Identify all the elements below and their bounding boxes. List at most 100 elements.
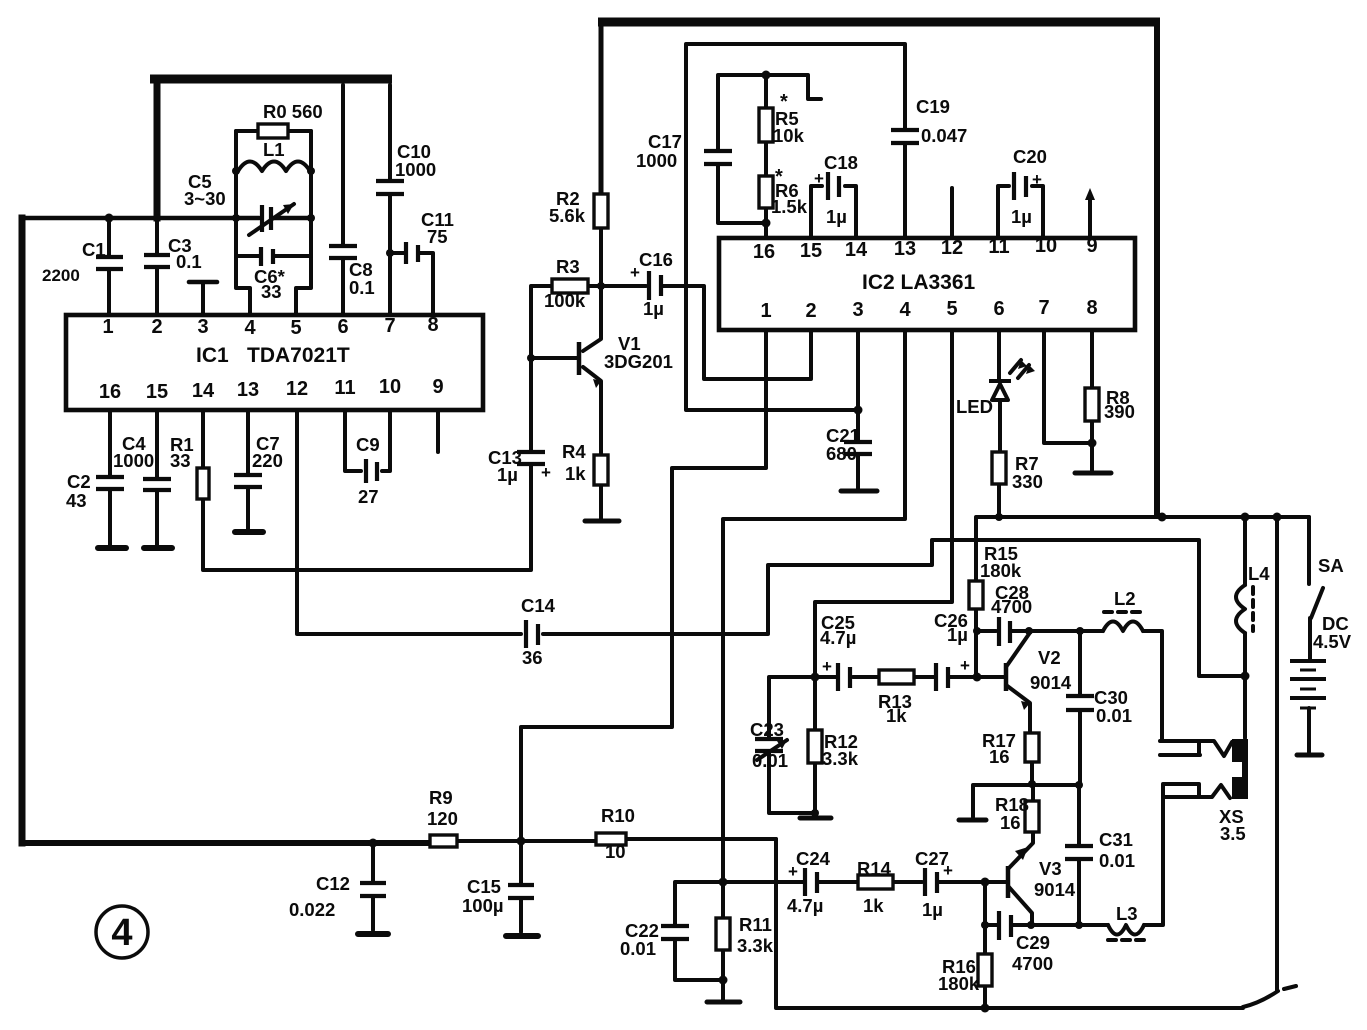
- svg-text:10k: 10k: [773, 125, 805, 146]
- svg-text:1000: 1000: [395, 159, 436, 180]
- svg-text:C19: C19: [916, 96, 950, 117]
- svg-text:10: 10: [379, 376, 401, 398]
- svg-text:C2: C2: [67, 471, 91, 492]
- svg-text:C3: C3: [168, 235, 192, 256]
- svg-text:0.047: 0.047: [921, 125, 967, 146]
- svg-text:R15: R15: [984, 543, 1018, 564]
- svg-text:+: +: [541, 463, 551, 482]
- svg-text:C4: C4: [122, 433, 146, 454]
- svg-text:V2: V2: [1038, 647, 1061, 668]
- svg-text:1µ: 1µ: [922, 899, 943, 920]
- svg-text:+: +: [1032, 170, 1042, 189]
- svg-text:C28: C28: [995, 582, 1029, 603]
- svg-text:XS: XS: [1219, 806, 1244, 827]
- svg-text:C25: C25: [821, 612, 855, 633]
- svg-text:1000: 1000: [113, 450, 154, 471]
- svg-text:33: 33: [261, 281, 282, 302]
- svg-text:330: 330: [1012, 471, 1043, 492]
- svg-text:R4: R4: [562, 441, 586, 462]
- svg-text:6: 6: [337, 316, 348, 338]
- svg-text:27: 27: [358, 486, 379, 507]
- svg-text:0.01: 0.01: [1099, 850, 1135, 871]
- svg-text:8: 8: [427, 314, 438, 336]
- svg-text:5: 5: [946, 298, 957, 320]
- svg-text:1k: 1k: [863, 895, 884, 916]
- svg-text:C5: C5: [188, 171, 212, 192]
- svg-text:2: 2: [805, 300, 816, 322]
- svg-text:+: +: [822, 657, 832, 676]
- svg-text:390: 390: [1104, 401, 1135, 422]
- svg-text:4.7µ: 4.7µ: [787, 895, 823, 916]
- svg-text:*: *: [775, 166, 783, 188]
- svg-text:R0 560: R0 560: [263, 101, 323, 122]
- svg-text:1µ: 1µ: [497, 464, 518, 485]
- svg-text:1: 1: [760, 300, 771, 322]
- svg-text:C13: C13: [488, 447, 522, 468]
- svg-text:C21: C21: [826, 425, 860, 446]
- svg-text:L2: L2: [1114, 588, 1136, 609]
- svg-text:C6*: C6*: [254, 266, 286, 287]
- svg-text:16: 16: [99, 381, 121, 403]
- svg-text:36: 36: [522, 647, 543, 668]
- svg-text:C7: C7: [256, 433, 280, 454]
- svg-text:3.3k: 3.3k: [737, 935, 774, 956]
- svg-text:R8: R8: [1106, 387, 1130, 408]
- svg-text:680: 680: [826, 443, 857, 464]
- svg-text:9014: 9014: [1034, 879, 1076, 900]
- svg-text:TDA7021T: TDA7021T: [247, 344, 350, 367]
- svg-text:12: 12: [286, 378, 308, 400]
- svg-text:+: +: [943, 861, 953, 880]
- svg-text:C20: C20: [1013, 146, 1047, 167]
- svg-text:R18: R18: [995, 794, 1029, 815]
- svg-text:0.01: 0.01: [620, 938, 656, 959]
- svg-text:V3: V3: [1039, 858, 1062, 879]
- svg-text:R16: R16: [942, 956, 976, 977]
- svg-text:3.5: 3.5: [1220, 823, 1246, 844]
- svg-text:12: 12: [941, 237, 963, 259]
- svg-text:1µ: 1µ: [826, 206, 847, 227]
- svg-text:0.022: 0.022: [289, 899, 335, 920]
- svg-text:5: 5: [290, 317, 301, 339]
- svg-text:16: 16: [1000, 812, 1021, 833]
- svg-text:15: 15: [800, 240, 822, 262]
- svg-text:7: 7: [384, 315, 395, 337]
- svg-text:R3: R3: [556, 256, 580, 277]
- svg-text:4.5V: 4.5V: [1313, 631, 1352, 652]
- svg-text:L1: L1: [263, 139, 285, 160]
- svg-text:C26: C26: [934, 610, 968, 631]
- svg-text:C1: C1: [82, 239, 106, 260]
- svg-text:3: 3: [852, 299, 863, 321]
- svg-text:+: +: [630, 263, 640, 282]
- svg-text:8: 8: [1086, 297, 1097, 319]
- svg-text:6: 6: [993, 298, 1004, 320]
- svg-text:IC2 LA3361: IC2 LA3361: [862, 271, 976, 294]
- svg-text:9: 9: [1086, 235, 1097, 257]
- svg-text:7: 7: [1038, 297, 1049, 319]
- svg-text:L3: L3: [1116, 903, 1138, 924]
- svg-text:33: 33: [170, 450, 191, 471]
- svg-text:R9: R9: [429, 787, 453, 808]
- svg-text:16: 16: [989, 746, 1010, 767]
- svg-text:C18: C18: [824, 152, 858, 173]
- svg-text:C31: C31: [1099, 829, 1133, 850]
- svg-text:R11: R11: [739, 914, 772, 935]
- svg-text:3: 3: [197, 316, 208, 338]
- svg-text:R13: R13: [878, 691, 912, 712]
- svg-text:4: 4: [899, 299, 911, 321]
- svg-text:R6: R6: [775, 180, 799, 201]
- svg-text:1µ: 1µ: [947, 624, 968, 645]
- svg-text:10: 10: [1035, 235, 1057, 257]
- svg-text:100k: 100k: [544, 290, 586, 311]
- svg-text:100µ: 100µ: [462, 895, 504, 916]
- svg-text:LED: LED: [956, 396, 993, 417]
- svg-text:2200: 2200: [42, 266, 80, 285]
- svg-text:IC1: IC1: [196, 344, 229, 367]
- svg-text:0.01: 0.01: [1096, 705, 1132, 726]
- svg-text:1000: 1000: [636, 150, 677, 171]
- svg-text:R5: R5: [775, 108, 799, 129]
- svg-text:2: 2: [151, 316, 162, 338]
- svg-text:R17: R17: [982, 730, 1016, 751]
- svg-text:R2: R2: [556, 188, 580, 209]
- svg-text:1µ: 1µ: [643, 298, 664, 319]
- svg-text:+: +: [788, 862, 798, 881]
